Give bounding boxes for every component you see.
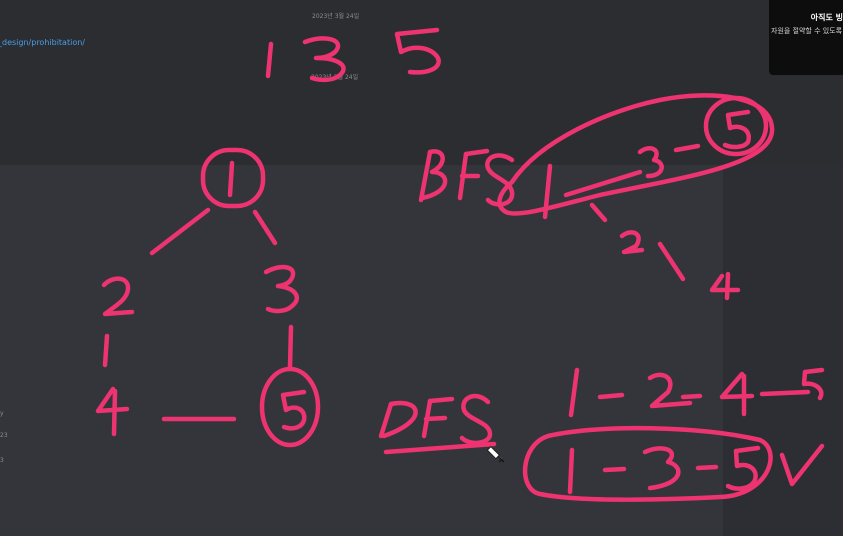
ink-dfs-annotation (378, 367, 825, 502)
ink-sequence-135 (265, 27, 441, 83)
edge-mark-3: 3 (0, 457, 4, 464)
top-background (0, 0, 843, 165)
ink-tree-diagram (95, 147, 321, 448)
ink-bfs-annotation (418, 93, 775, 301)
edge-mark-2: 23 (0, 432, 8, 439)
background-date-1: 2023년 3월 24일 (312, 13, 360, 20)
ink-node-1-circle (200, 147, 266, 209)
notification-body: 자원을 절약할 수 있도록 (771, 27, 843, 35)
content-panel (0, 165, 723, 536)
ink-node-5-circle (259, 366, 321, 448)
pen-cursor-icon (487, 445, 505, 463)
right-gutter (723, 165, 843, 536)
notification-toast[interactable]: 아직도 빙 자원을 절약할 수 있도록 (769, 0, 843, 75)
background-link[interactable]: _design/prohibitation/ (0, 38, 85, 47)
ink-bfs-5-circle (703, 95, 769, 157)
notification-title: 아직도 빙 (810, 13, 843, 22)
edge-mark-1: y (0, 410, 4, 417)
